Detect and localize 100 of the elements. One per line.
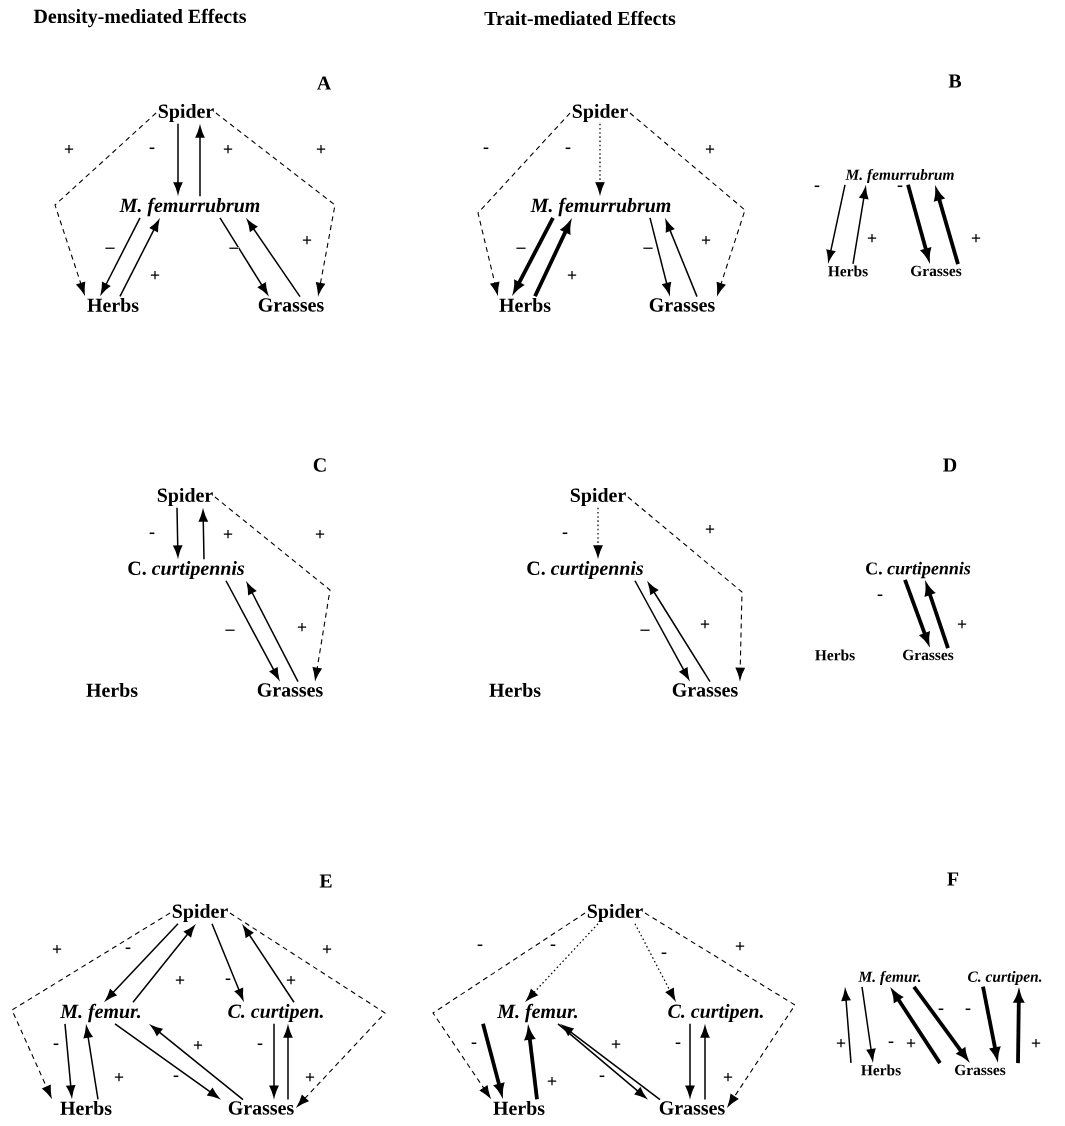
taxon-label: Herbs xyxy=(87,298,139,312)
sign-label: + xyxy=(970,233,982,245)
panel-letter: A xyxy=(317,76,332,90)
sign-label: - xyxy=(598,1075,606,1081)
arrow xyxy=(198,510,208,560)
sign-label: - xyxy=(896,185,904,191)
sign-label: + xyxy=(222,144,234,156)
sign-label: + xyxy=(174,975,186,987)
taxon-label: C. curtipen. xyxy=(968,971,1042,985)
sign-label: – xyxy=(225,629,235,635)
panel-letter: D xyxy=(943,458,957,472)
sign-label: - xyxy=(476,944,484,950)
sign-label: - xyxy=(674,1042,682,1048)
sign-label: - xyxy=(256,1043,264,1049)
sign-label: + xyxy=(722,1072,734,1084)
panel-letter: E xyxy=(319,874,332,888)
taxon-label: Grasses xyxy=(228,1101,294,1115)
taxon-label: Herbs xyxy=(828,265,868,277)
taxon-label: Spider xyxy=(587,903,643,923)
dashed-arrow xyxy=(644,912,796,1107)
sign-label: - xyxy=(564,147,572,153)
taxon-label: Herbs xyxy=(861,1064,901,1076)
taxon-label: Herbs xyxy=(489,683,541,697)
sign-label: - xyxy=(813,185,821,191)
taxon-label: Grasses xyxy=(649,298,715,312)
dashed-arrow xyxy=(215,112,336,295)
taxon-label: Spider xyxy=(570,487,626,507)
dashed-arrow xyxy=(229,912,386,1107)
sign-label: + xyxy=(866,233,878,245)
sign-label: - xyxy=(224,978,232,984)
taxon-label: M. femur. xyxy=(858,970,921,986)
taxon-label: M. femurrubrum xyxy=(530,197,671,217)
dotted-arrow xyxy=(526,923,599,1001)
arrow xyxy=(150,1025,244,1101)
arrow xyxy=(634,580,690,680)
sign-label: – xyxy=(640,629,650,635)
arrow xyxy=(246,582,299,683)
taxon-label: Spider xyxy=(158,103,214,123)
taxon-label: Herbs xyxy=(499,298,551,312)
dashed-arrow xyxy=(214,496,331,680)
arrow xyxy=(195,126,205,197)
sign-label: + xyxy=(546,1076,558,1088)
sign-label: + xyxy=(51,944,63,956)
taxon-label: M. femur. xyxy=(497,1003,578,1023)
sign-label: - xyxy=(482,147,490,153)
arrow xyxy=(647,582,711,683)
dashed-arrow xyxy=(629,112,746,295)
sign-label: - xyxy=(52,1043,60,1049)
sign-label: + xyxy=(314,529,326,541)
sign-label: - xyxy=(172,1075,180,1081)
taxon-label: Herbs xyxy=(815,649,855,661)
taxon-label: Grasses xyxy=(257,683,323,697)
taxon-label: Herbs xyxy=(60,1101,112,1115)
arrow xyxy=(219,217,269,295)
arrow xyxy=(83,1026,99,1101)
arrow xyxy=(665,220,698,298)
taxon-label: Grasses xyxy=(955,1064,1006,1076)
sign-label: - xyxy=(876,594,884,600)
sign-label: - xyxy=(470,1042,478,1048)
taxon-label: Grasses xyxy=(258,298,324,312)
sign-label: - xyxy=(148,532,156,538)
dotted-arrow xyxy=(593,507,603,558)
dotted-arrow xyxy=(634,923,676,1001)
sign-label: + xyxy=(704,524,716,536)
sign-label: + xyxy=(699,619,711,631)
sign-label: + xyxy=(704,144,716,156)
taxon-label: C. curtipennis xyxy=(527,560,644,580)
sign-label: – xyxy=(105,247,115,253)
sign-label: + xyxy=(835,1038,847,1050)
taxon-label: Grasses xyxy=(903,649,954,661)
arrow xyxy=(557,1023,647,1099)
sign-label: + xyxy=(321,944,333,956)
taxon-label: C. curtipennis xyxy=(128,560,245,580)
arrow xyxy=(841,989,852,1064)
arrow xyxy=(173,123,183,194)
arrow xyxy=(247,219,301,298)
sign-label: - xyxy=(549,944,557,950)
sign-label: + xyxy=(222,529,234,541)
sign-label: + xyxy=(113,1072,125,1084)
taxon-label: C. curtipen. xyxy=(228,1003,323,1023)
sign-label: - xyxy=(660,952,668,958)
sign-label: + xyxy=(304,1072,316,1084)
arrow xyxy=(105,923,179,1001)
column-heading: Density-mediated Effects xyxy=(33,8,247,28)
arrow xyxy=(269,1023,279,1098)
panel-letter: B xyxy=(948,74,962,88)
column-heading: Trait-mediated Effects xyxy=(484,10,676,26)
taxon-label: C. curtipennis xyxy=(866,561,971,579)
taxon-label: Herbs xyxy=(493,1101,545,1115)
sign-label: + xyxy=(610,1039,622,1051)
sign-label: - xyxy=(124,947,132,953)
arrow xyxy=(283,1026,293,1101)
taxon-label: Grasses xyxy=(672,683,738,697)
sign-label: + xyxy=(296,622,308,634)
taxon-label: Spider xyxy=(172,903,228,923)
sign-label: + xyxy=(1030,1038,1042,1050)
taxon-label: M. femur. xyxy=(60,1003,141,1023)
sign-label: - xyxy=(148,147,156,153)
arrow xyxy=(685,1023,695,1098)
arrow xyxy=(561,1025,661,1101)
